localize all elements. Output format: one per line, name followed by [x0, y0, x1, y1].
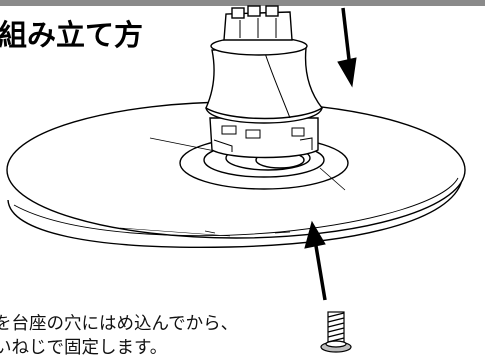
- page-title: 組み立て方: [0, 18, 144, 52]
- stand-base: [6, 101, 466, 249]
- up-arrow-icon: [304, 220, 327, 301]
- instruction-line-2: いねじで固定します。: [0, 338, 168, 358]
- top-rule: [0, 0, 485, 6]
- stand-neck: [205, 5, 324, 159]
- down-arrow-icon: [337, 7, 357, 88]
- instruction-line-1: を台座の穴にはめ込んでから、: [0, 314, 239, 334]
- instruction-text: を台座の穴にはめ込んでから、 いねじで固定します。: [0, 312, 238, 360]
- screw-icon: [320, 311, 352, 353]
